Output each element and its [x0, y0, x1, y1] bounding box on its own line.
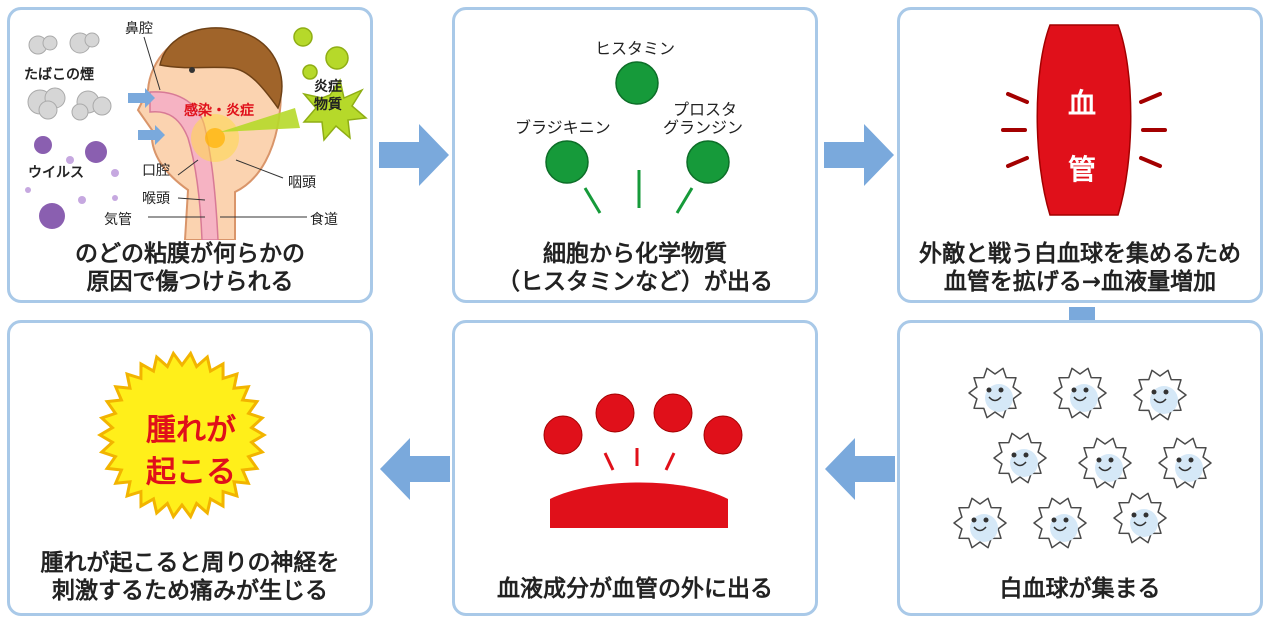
arrow-right-icon — [824, 124, 894, 186]
white-blood-cell-icon — [1133, 369, 1187, 421]
label-infection: 感染・炎症 — [184, 103, 254, 119]
label-tobacco-smoke: たばこの煙 — [24, 67, 94, 83]
burst-text-line-2: 起こる — [146, 455, 236, 490]
label-inflammatory-substance-1: 炎症 — [314, 79, 342, 95]
label-virus: ウイルス — [28, 165, 84, 181]
step-3-panel: 血 管 外敵と戦う白血球を集めるため 血管を拡げる→血液量増加 — [897, 7, 1263, 303]
label-histamine: ヒスタミン — [595, 39, 676, 58]
white-blood-cell-icon — [1078, 437, 1132, 489]
label-prostaglandin-2: グランジン — [663, 118, 744, 137]
step-1-caption: のどの粘膜が何らかの 原因で傷つけられる — [75, 241, 305, 295]
label-nasal-cavity: 鼻腔 — [125, 21, 153, 37]
label-pharynx: 咽頭 — [288, 175, 316, 191]
step-2-caption: 細胞から化学物質 （ヒスタミンなど）が出る — [497, 241, 773, 295]
label-inflammatory-substance-2: 物質 — [314, 97, 342, 113]
label-bradykinin: ブラジキニン — [515, 118, 611, 137]
label-esophagus: 食道 — [310, 212, 338, 228]
label-oral-cavity: 口腔 — [142, 163, 170, 179]
vessel-char-2: 管 — [1068, 153, 1097, 186]
white-blood-cell-icon — [1158, 437, 1212, 489]
burst-text-line-1: 腫れが — [146, 413, 236, 448]
arrow-right-icon — [379, 124, 449, 186]
step-5-panel: 血液成分が血管の外に出る — [452, 320, 818, 616]
white-blood-cell-icon — [968, 367, 1022, 419]
dilated-vessel-illustration — [1001, 24, 1167, 216]
step-2-panel: ヒスタミン ブラジキニン プロスタ グランジン 細胞から化学物質 （ヒスタミンな… — [452, 7, 818, 303]
white-blood-cell-icon — [1033, 497, 1087, 549]
step-4-caption: 白血球が集まる — [999, 576, 1161, 602]
white-blood-cell-icon — [1113, 492, 1167, 544]
step-3-caption: 外敵と戦う白血球を集めるため 血管を拡げる→血液量増加 — [919, 241, 1241, 295]
arrow-left-icon — [380, 438, 450, 500]
label-prostaglandin-1: プロスタ — [673, 100, 738, 119]
step-1-panel: 鼻腔 たばこの煙 感染・炎症 炎症 物質 ウイルス 口腔 咽頭 喉頭 気管 食道… — [7, 7, 373, 303]
label-larynx: 喉頭 — [142, 191, 170, 207]
starburst-icon — [97, 350, 267, 520]
throat-illustration — [25, 27, 368, 240]
white-blood-cell-icon — [1053, 367, 1107, 419]
arrow-left-icon — [825, 438, 895, 500]
white-blood-cell-icon — [953, 497, 1007, 549]
swelling-burst-illustration — [97, 350, 267, 520]
white-blood-cells-illustration — [953, 367, 1212, 549]
step-6-caption: 腫れが起こると周りの神経を 刺激するため痛みが生じる — [40, 550, 340, 604]
label-trachea: 気管 — [104, 212, 132, 228]
step-4-panel: 白血球が集まる — [897, 320, 1263, 616]
step-5-caption: 血液成分が血管の外に出る — [497, 576, 773, 602]
chemical-release-illustration — [545, 61, 730, 214]
blood-leaking-illustration — [543, 393, 743, 528]
white-blood-cell-icon — [993, 432, 1047, 484]
vessel-char-1: 血 — [1068, 87, 1097, 120]
step-6-panel: 腫れが 起こる 腫れが起こると周りの神経を 刺激するため痛みが生じる — [7, 320, 373, 616]
